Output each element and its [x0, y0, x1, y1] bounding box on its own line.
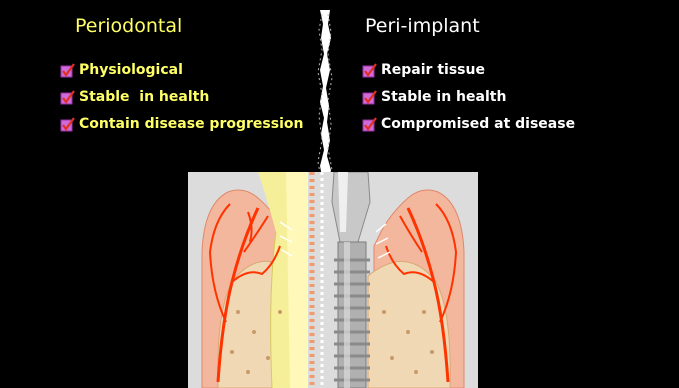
periodontal-list: Physiological Stable in health Contain d…	[60, 63, 303, 144]
checkbox-checked-icon	[60, 90, 75, 105]
list-item: Contain disease progression	[60, 117, 303, 132]
list-item-label: Stable in health	[381, 90, 506, 105]
list-item: Stable in health	[60, 90, 303, 105]
periodontal-heading: Periodontal	[75, 15, 182, 37]
checkbox-checked-icon	[60, 117, 75, 132]
periodontal-vs-implant-illustration	[188, 172, 478, 388]
peri-implant-list: Repair tissue Stable in health Compromis…	[362, 63, 575, 144]
list-item: Compromised at disease	[362, 117, 575, 132]
checkbox-checked-icon	[362, 63, 377, 78]
peri-implant-heading: Peri-implant	[365, 15, 480, 37]
list-item-label: Stable in health	[79, 90, 209, 105]
list-item: Stable in health	[362, 90, 575, 105]
checkbox-checked-icon	[362, 90, 377, 105]
list-item-label: Compromised at disease	[381, 117, 575, 132]
list-item-label: Contain disease progression	[79, 117, 303, 132]
list-item: Physiological	[60, 63, 303, 78]
list-item: Repair tissue	[362, 63, 575, 78]
list-item-label: Physiological	[79, 63, 183, 78]
list-item-label: Repair tissue	[381, 63, 485, 78]
checkbox-checked-icon	[362, 117, 377, 132]
checkbox-checked-icon	[60, 63, 75, 78]
